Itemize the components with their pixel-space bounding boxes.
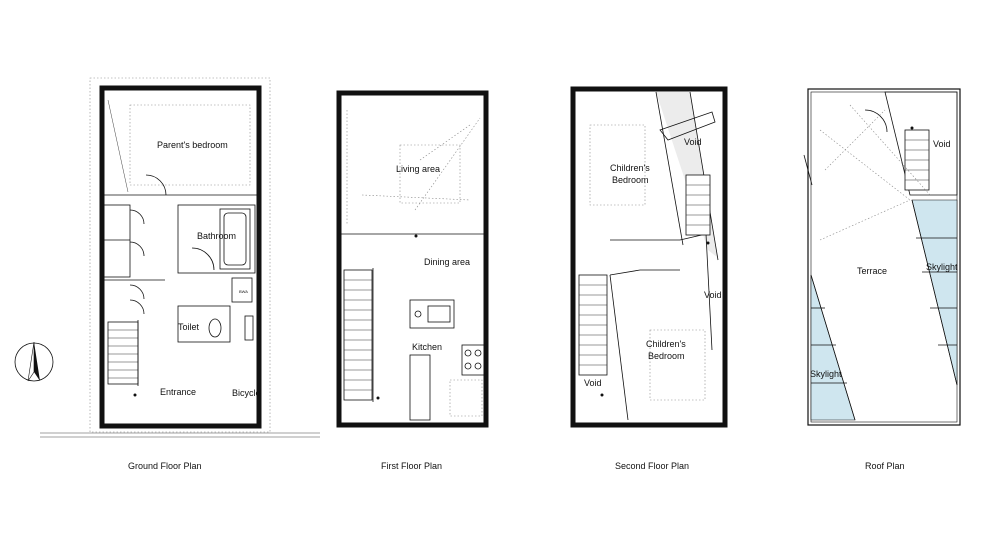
- toilet-walls: [177, 305, 231, 343]
- bathroom-label: Bathroom: [197, 231, 236, 241]
- skylight-label-2: Skylight: [810, 369, 842, 379]
- first-marker: [414, 234, 418, 238]
- table-outline: [399, 144, 461, 204]
- roof-door: [864, 109, 888, 133]
- sink-icon: [427, 305, 451, 323]
- skylight-label-1: Skylight: [926, 262, 958, 272]
- tap-icon: [414, 310, 422, 318]
- first-floor-plan: Living area Dining area Kitchen First Fl…: [336, 90, 489, 471]
- childrens-bedroom-2-line1: Children's: [646, 339, 686, 349]
- bedroom-diagonal: [107, 99, 129, 193]
- void-label-2: Void: [704, 290, 722, 300]
- parents-bedroom-label: Parent's bedroom: [157, 140, 228, 150]
- void-label-3: Void: [584, 378, 602, 388]
- ground-floor-plan: BWA Parent's bedroom Bathroom Toilet Ent…: [40, 77, 320, 471]
- entry-door-2: [129, 299, 145, 315]
- bathtub-inner: [223, 212, 247, 266]
- childrens-bedroom-1-line2: Bedroom: [612, 175, 649, 185]
- roof-stair-enclosure: [884, 91, 958, 196]
- bath-door: [191, 247, 215, 271]
- stair-marker: [133, 393, 137, 397]
- terrace-label: Terrace: [857, 266, 887, 276]
- second-floor-plan: Children's Bedroom Children's Bedroom Vo…: [570, 86, 728, 471]
- kitchen-counter: [409, 299, 455, 329]
- closet-door-1: [129, 209, 145, 225]
- first-stair-marker: [376, 396, 380, 400]
- roof-edge-mark: [803, 154, 813, 186]
- living-area-label: Living area: [396, 164, 440, 174]
- void-label-1: Void: [684, 137, 702, 147]
- second-floor-title: Second Floor Plan: [615, 461, 689, 471]
- roof-guides: [819, 104, 931, 241]
- bicycle-rack: [244, 315, 254, 341]
- kitchen-label: Kitchen: [412, 342, 442, 352]
- toilet-icon: [208, 318, 222, 338]
- roof-plan-title: Roof Plan: [865, 461, 905, 471]
- ground-floor-title: Ground Floor Plan: [128, 461, 202, 471]
- childrens-bedroom-2-line2: Bedroom: [648, 351, 685, 361]
- fridge-unit: [409, 354, 431, 421]
- roof-void-label: Void: [933, 139, 951, 149]
- bathroom-walls: [177, 204, 256, 274]
- dining-area-label: Dining area: [424, 257, 470, 267]
- bed-outline-1: [589, 124, 646, 206]
- living-guides: [346, 110, 481, 225]
- site-boundary: [89, 77, 271, 433]
- washer-tag: BWA: [239, 289, 248, 294]
- upper-diagonal-wall: [659, 111, 716, 141]
- entrance-label: Entrance: [160, 387, 196, 397]
- bedroom-door: [145, 174, 167, 196]
- closet-door-2: [129, 241, 145, 257]
- kitchen-guide: [449, 379, 483, 417]
- stove-icon: [461, 344, 485, 376]
- closet: [103, 204, 131, 278]
- first-stair: [343, 269, 373, 401]
- roof-plan: Void Terrace Skylight Skylight Roof Plan: [803, 88, 961, 471]
- skylight-left-edge: [810, 274, 856, 421]
- toilet-label: Toilet: [178, 322, 200, 332]
- north-arrow-icon: [14, 341, 54, 382]
- bed-outline: [129, 104, 251, 186]
- roof-marker: [910, 126, 914, 130]
- childrens-bedroom-1-line1: Children's: [610, 163, 650, 173]
- second-marker-1: [706, 241, 710, 245]
- washer-icon: [231, 277, 253, 303]
- ground-stair: [107, 321, 139, 385]
- entry-door-1: [129, 284, 145, 300]
- first-floor-title: First Floor Plan: [381, 461, 442, 471]
- second-marker-2: [600, 393, 604, 397]
- lower-slanted-wall: [609, 274, 629, 421]
- bathtub-icon: [219, 208, 251, 270]
- skylight-right-edge: [911, 199, 958, 386]
- bed-outline-2: [649, 329, 706, 401]
- bicycle-label: Bicycle: [232, 388, 261, 398]
- lower-bedroom-wall: [609, 269, 680, 276]
